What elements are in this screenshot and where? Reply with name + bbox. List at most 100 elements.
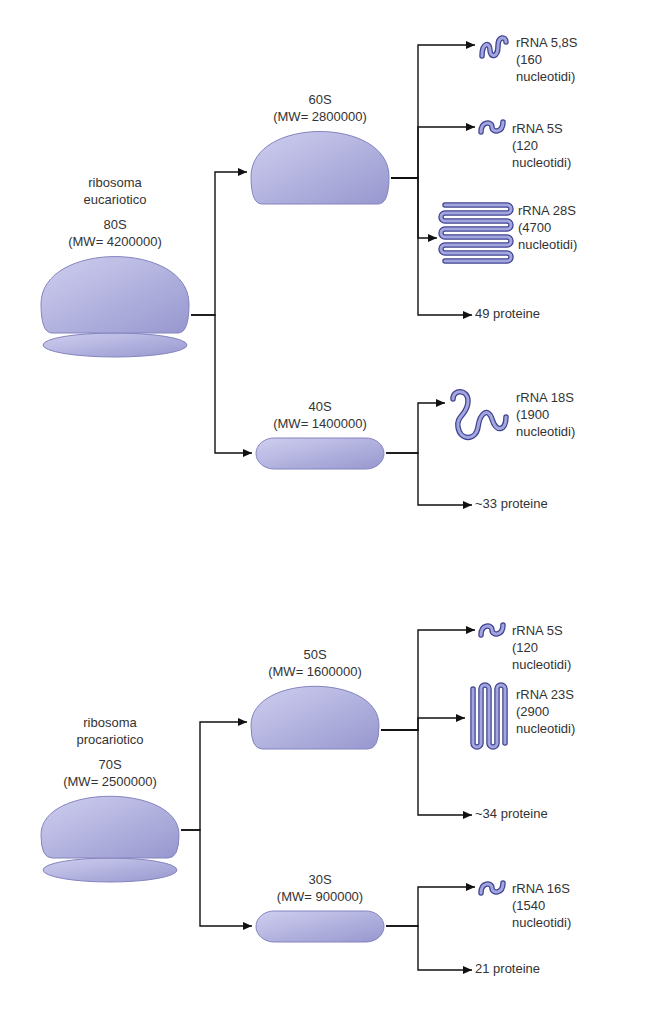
branch-arrow <box>191 172 247 315</box>
subunit-heading: ribosoma procariotico 70S(MW= 2500000) <box>63 715 157 791</box>
rrna-text: rRNA 28S(4700 nucleotidi) <box>518 203 577 254</box>
branch-arrow <box>386 403 445 453</box>
protein-count: 21 proteine <box>475 961 540 978</box>
branch-arrow <box>191 315 252 453</box>
subunit-outline <box>250 685 380 750</box>
rrna-strand <box>478 878 506 898</box>
large-subunit-shape <box>41 796 179 858</box>
branch-arrow <box>181 830 252 926</box>
large-subunit: 50S(MW= 1600000) <box>250 685 380 750</box>
rrna-item: rRNA 5,8S(160 nucleotidi) <box>478 32 577 86</box>
rrna-fill <box>482 38 506 56</box>
rrna-text: rRNA 5S(120 nucleotidi) <box>512 623 571 674</box>
rrna-outline <box>473 685 505 747</box>
subunit-label: (MW= 2500000) <box>63 774 157 791</box>
subunit-label: (MW= 2800000) <box>273 109 367 126</box>
protein-item: 49 proteine <box>475 306 540 323</box>
rrna-strand <box>468 684 510 748</box>
rrna-item: rRNA 23S(2900 nucleotidi) <box>468 684 575 748</box>
flat-shape <box>256 438 384 469</box>
nucleotide-count: (1540 nucleotidi) <box>512 898 571 932</box>
large-subunit-shape <box>41 257 189 333</box>
subunit-label: (MW= 4200000) <box>68 234 162 251</box>
rrna-fill <box>481 122 503 132</box>
rrna-strand <box>478 620 506 640</box>
rrna-fill <box>453 392 506 438</box>
branch-arrow <box>181 722 247 830</box>
rrna-strand <box>448 387 510 445</box>
subunit-heading: 30S(MW= 900000) <box>277 872 363 906</box>
rrna-text: rRNA 5S(120 nucleotidi) <box>512 121 571 172</box>
nucleotide-count: (2900 nucleotidi) <box>516 704 575 738</box>
subunit-outline <box>40 795 180 883</box>
rrna-outline <box>481 625 503 635</box>
subunit-label: 80S <box>68 217 162 234</box>
protein-item: ~34 proteine <box>475 806 548 823</box>
rrna-outline <box>441 205 511 261</box>
subunit-label: 40S <box>273 399 367 416</box>
subunit-outline <box>40 255 190 358</box>
subunit-label: 60S <box>273 92 367 109</box>
rrna-fill <box>473 685 505 747</box>
subunit-label: 50S <box>268 647 362 664</box>
subunit-outline <box>255 910 385 943</box>
rrna-outline <box>453 392 506 438</box>
branch-arrow <box>391 45 475 178</box>
subunit-label: (MW= 1400000) <box>273 416 367 433</box>
nucleotide-count: (160 nucleotidi) <box>516 52 575 86</box>
protein-count: ~34 proteine <box>475 806 548 823</box>
rrna-outline <box>482 38 506 56</box>
subunit-outline <box>255 437 385 470</box>
rrna-strand <box>478 32 510 60</box>
protein-count: 49 proteine <box>475 306 540 323</box>
subunit-label: 70S <box>63 757 157 774</box>
subunit-label: (MW= 1600000) <box>268 664 362 681</box>
rrna-text: rRNA 16S(1540 nucleotidi) <box>512 881 571 932</box>
subunit-heading: 50S(MW= 1600000) <box>268 647 362 681</box>
subunit-heading: 40S(MW= 1400000) <box>273 399 367 433</box>
rrna-outline <box>481 883 503 893</box>
branch-arrow <box>386 926 472 970</box>
rrna-name: rRNA 5,8S <box>516 35 577 52</box>
ribosome-name: ribosoma procariotico <box>76 715 143 749</box>
ribosome-name: ribosoma eucariotico <box>84 175 147 209</box>
rrna-name: rRNA 5S <box>512 121 571 138</box>
dome-shape <box>251 132 389 205</box>
dome-shape <box>251 686 379 749</box>
protein-item: 21 proteine <box>475 961 540 978</box>
protein-count: ~33 proteine <box>475 496 548 513</box>
flat-shape <box>256 911 384 942</box>
rrna-fill <box>481 625 503 635</box>
subunit-heading: ribosoma eucariotico 80S(MW= 4200000) <box>68 175 162 251</box>
rrna-item: rRNA 18S(1900 nucleotidi) <box>448 387 575 445</box>
rrna-fill <box>481 883 503 893</box>
protein-item: ~33 proteine <box>475 496 548 513</box>
branch-arrow <box>386 453 472 505</box>
rrna-text: rRNA 23S(2900 nucleotidi) <box>516 687 575 738</box>
rrna-item: rRNA 28S(4700 nucleotidi) <box>440 200 577 266</box>
ribosome-shape: ribosoma procariotico70S(MW= 2500000) <box>40 795 180 883</box>
nucleotide-count: (120 nucleotidi) <box>512 640 571 674</box>
rrna-name: rRNA 28S <box>518 203 577 220</box>
nucleotide-count: (4700 nucleotidi) <box>518 220 577 254</box>
rrna-item: rRNA 16S(1540 nucleotidi) <box>478 878 571 932</box>
small-subunit: 40S(MW= 1400000) <box>255 437 385 470</box>
rrna-item: rRNA 5S(120 nucleotidi) <box>478 620 571 674</box>
subunit-outline <box>250 130 390 205</box>
subunit-label: (MW= 900000) <box>277 889 363 906</box>
branch-arrow <box>386 887 475 926</box>
rrna-text: rRNA 5,8S(160 nucleotidi) <box>516 35 577 86</box>
small-subunit-shape <box>43 333 187 357</box>
rrna-strand <box>478 118 506 136</box>
rrna-text: rRNA 18S(1900 nucleotidi) <box>516 390 575 441</box>
rrna-outline <box>481 122 503 132</box>
small-subunit-shape <box>43 858 177 882</box>
subunit-label: 30S <box>277 872 363 889</box>
nucleotide-count: (120 nucleotidi) <box>512 138 571 172</box>
small-subunit: 30S(MW= 900000) <box>255 910 385 943</box>
rrna-name: rRNA 16S <box>512 881 571 898</box>
rrna-name: rRNA 5S <box>512 623 571 640</box>
branch-arrow <box>391 178 437 238</box>
ribosome-shape: ribosoma eucariotico80S(MW= 4200000) <box>40 255 190 358</box>
